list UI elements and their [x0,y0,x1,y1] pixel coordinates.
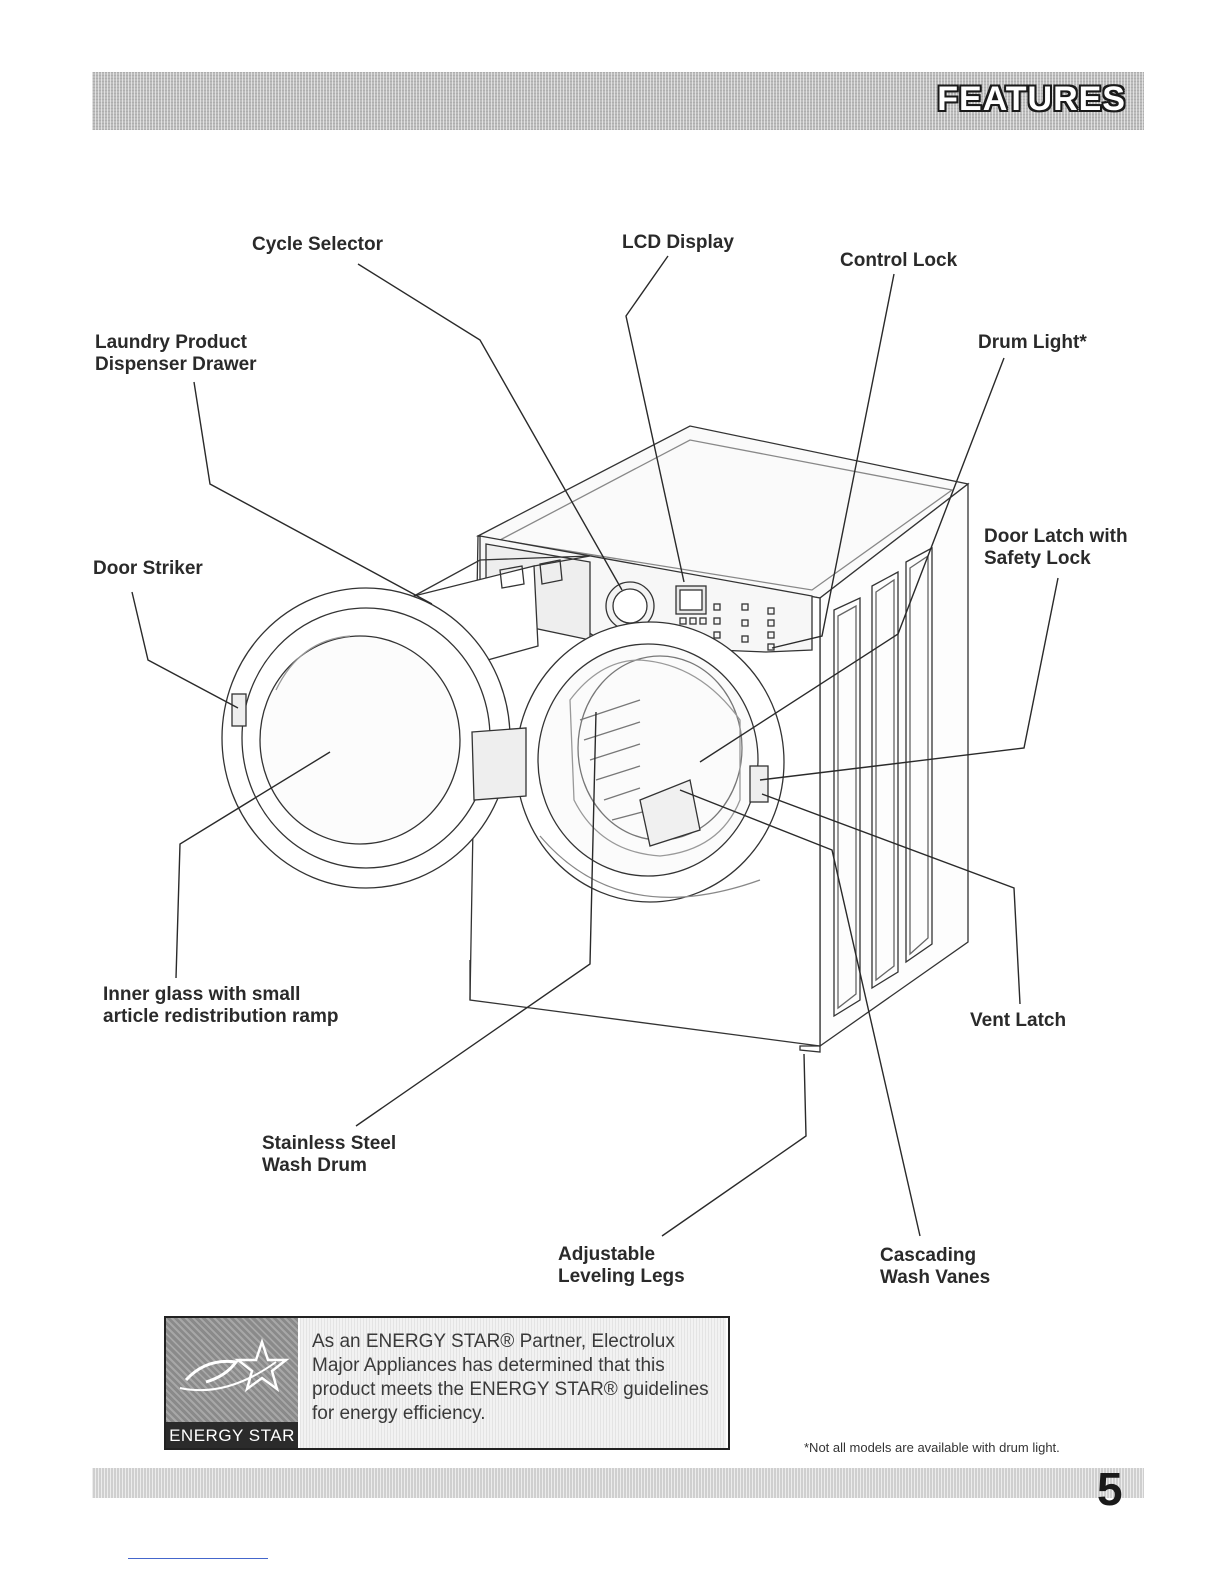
wash-vanes-label: Cascading Wash Vanes [880,1245,990,1289]
footer-bar [92,1468,1144,1498]
dispenser-drawer-label: Laundry Product Dispenser Drawer [95,332,257,376]
leader-line-inner-glass [175,751,331,979]
energy-star-logo-band [166,1422,298,1448]
wash-vanes-label-line2: Wash Vanes [880,1267,991,1288]
dispenser-drawer-label-line1: Laundry Product [95,332,248,353]
leader-line-dispenser-drawer [193,381,433,605]
cycle-selector-label: Cycle Selector [252,234,383,255]
leader-line-lcd-display [625,255,685,583]
leveling-legs-label-line1: Adjustable [558,1244,656,1265]
energy-star-notice: ENERGY STAR As an ENERGY STAR® Partner, … [164,1316,730,1450]
inner-glass-label-line2: article redistribution ramp [103,1006,339,1027]
dispenser-drawer-label-line2: Dispenser Drawer [95,354,257,375]
leader-line-control-lock [771,273,895,649]
drum-light-label: Drum Light* [978,332,1087,353]
inner-glass-label: Inner glass with small article redistrib… [103,984,338,1028]
drum-opening [537,643,759,877]
wash-vanes-label-line1: Cascading [880,1245,977,1266]
wash-vane [639,779,701,847]
leader-line-door-striker [131,591,239,709]
footer-rule [128,1558,268,1559]
header-bar: FEATURES [92,72,1144,130]
energy-star-logo: ENERGY STAR [166,1318,298,1448]
wash-drum-label: Stainless Steel Wash Drum [262,1133,396,1177]
inner-glass-label-line1: Inner glass with small [103,984,301,1005]
leader-line-cycle-selector [357,263,623,591]
door-latch [749,765,769,803]
wash-drum-label-line1: Stainless Steel [262,1133,397,1154]
page-title: FEATURES [937,80,1126,118]
lcd-display-label: LCD Display [622,232,734,253]
leader-line-drum-light [699,357,1005,763]
door-latch-label-line1: Door Latch with [984,526,1128,547]
door-hinge [471,727,527,801]
vent-latch-label: Vent Latch [970,1010,1067,1031]
energy-star-icon [179,1338,290,1393]
wash-drum-interior [569,659,741,857]
leader-line-leveling-legs [661,1053,807,1237]
energy-star-statement: As an ENERGY STAR® Partner, Electrolux M… [312,1331,709,1424]
door-glass [259,635,461,845]
door-striker-part [231,693,247,727]
page-number: 5 [1097,1463,1123,1515]
energy-star-logo-text: ENERGY STAR [169,1426,295,1445]
drum-light-footnote: *Not all models are available with drum … [804,1440,1060,1455]
side-vent [905,546,933,964]
leader-line-vent-latch [761,793,1021,1005]
door-striker-label: Door Striker [93,558,203,579]
door-latch-label: Door Latch with Safety Lock [984,526,1128,570]
side-vent [833,596,861,1018]
leader-line-wash-drum [355,711,597,1127]
leader-line-wash-vanes [679,789,921,1237]
side-vent [871,570,899,990]
door-latch-label-line2: Safety Lock [984,548,1091,569]
leveling-legs-label: Adjustable Leveling Legs [558,1244,685,1288]
leader-line-door-latch [759,577,1059,781]
wash-drum-label-line2: Wash Drum [262,1155,367,1176]
control-lock-label: Control Lock [840,250,958,271]
leveling-legs-label-line2: Leveling Legs [558,1266,685,1287]
energy-star-text-panel: As an ENERGY STAR® Partner, Electrolux M… [300,1318,726,1448]
